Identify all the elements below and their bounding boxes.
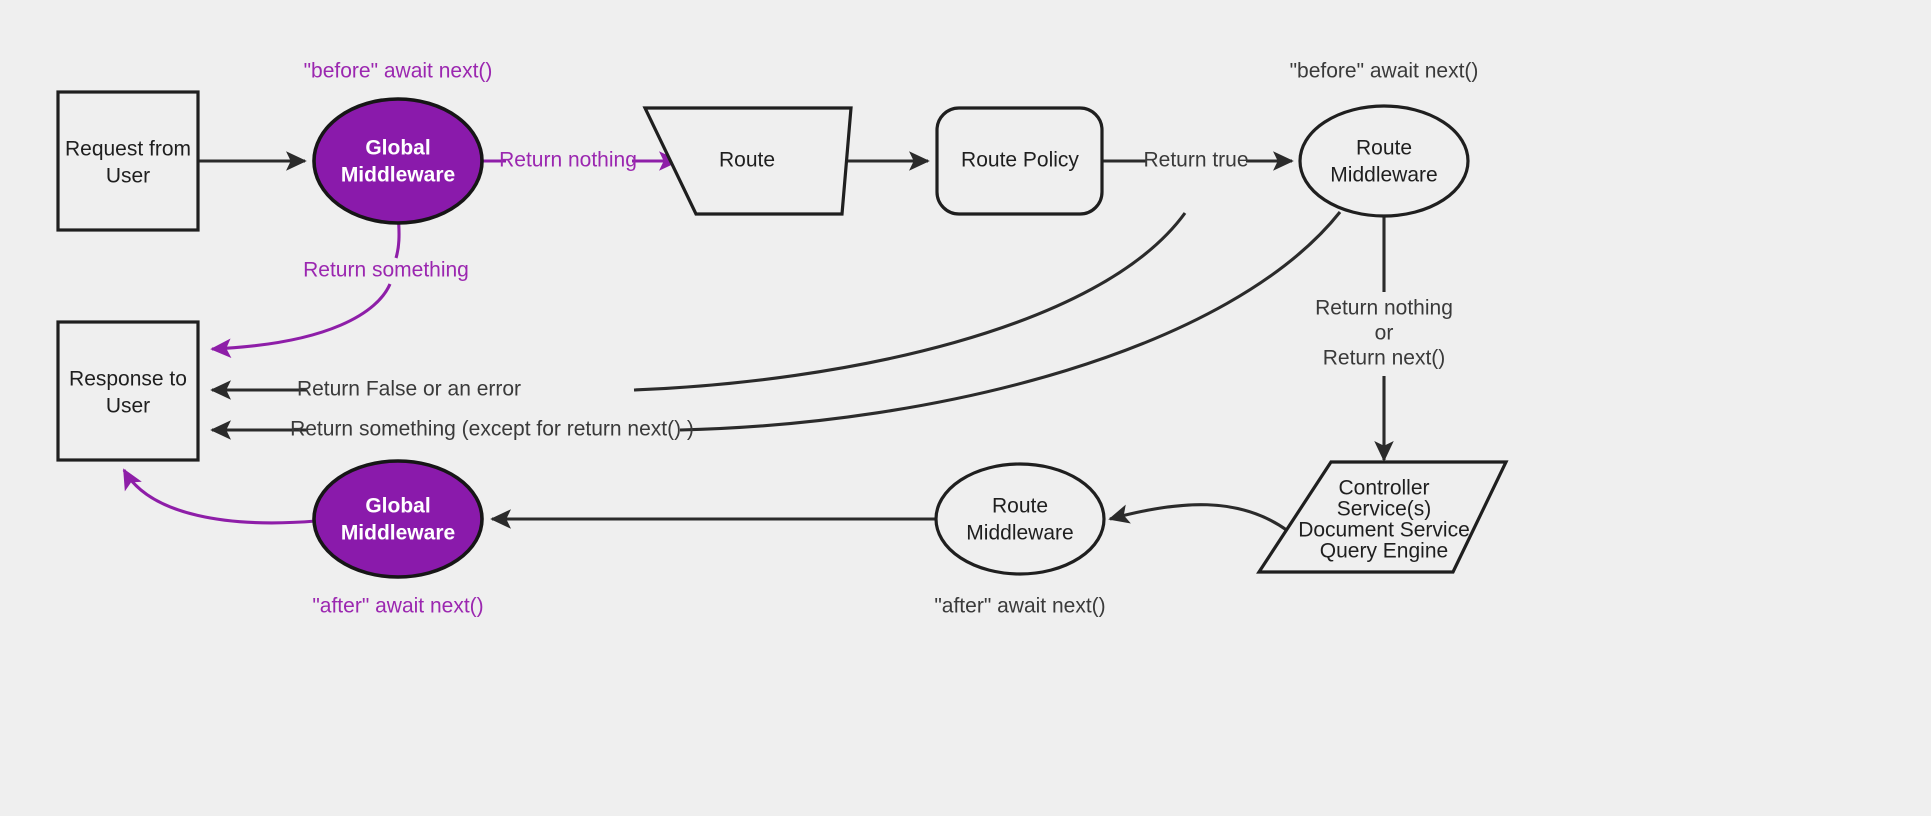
node-route-middleware-top[interactable]: Route Middleware [1298, 104, 1470, 218]
node-route-middleware-bottom[interactable]: Route Middleware [934, 462, 1106, 576]
route-shape [642, 106, 853, 216]
route-policy-shape [935, 106, 1104, 216]
note-global-middleware-before: "before" await next() [304, 60, 493, 83]
edge-label-return-something: Return something [303, 259, 469, 282]
controller-services-label-line2: Service(s) [1337, 498, 1432, 521]
edge-route-middleware-to-response-curve [679, 211, 1342, 432]
global-middleware-top-label-line1: Global [365, 137, 430, 160]
edge-label-return-nothing-or-next-line2: or [1375, 322, 1394, 345]
note-route-middleware-after: "after" await next() [934, 595, 1105, 618]
route-middleware-top-label-line1: Route [1356, 137, 1412, 160]
controller-services-shape [1256, 460, 1509, 574]
request-from-user-label-line2: User [106, 165, 150, 188]
node-controller-services[interactable]: Controller Service(s) Document Service Q… [1256, 460, 1509, 574]
note-route-middleware-before: "before" await next() [1290, 60, 1479, 83]
node-route-policy[interactable]: Route Policy [935, 106, 1104, 216]
route-middleware-top-label-line2: Middleware [1330, 164, 1437, 187]
edge-route-policy-to-response-curve [633, 212, 1187, 392]
request-from-user-label-line1: Request from [65, 138, 191, 161]
edge-label-return-nothing: Return nothing [499, 149, 637, 172]
edge-global-middleware-bottom-to-response [122, 468, 317, 525]
global-middleware-bottom-label-line2: Middleware [341, 522, 455, 545]
node-request-from-user[interactable]: Request from User [56, 90, 200, 232]
edge-label-return-nothing-or-next-line3: Return next() [1323, 347, 1446, 370]
edge-label-return-true: Return true [1143, 149, 1248, 172]
controller-services-label-line1: Controller [1338, 477, 1429, 500]
node-global-middleware-top[interactable]: Global Middleware [312, 97, 484, 225]
note-global-middleware-after: "after" await next() [312, 595, 483, 618]
edge-global-middleware-to-response [210, 283, 392, 358]
edge-label-return-false-or-error: Return False or an error [297, 378, 521, 401]
global-middleware-bottom-shape [312, 459, 484, 579]
response-to-user-label-line1: Response to [69, 368, 187, 391]
request-from-user-shape [56, 90, 200, 232]
node-global-middleware-bottom[interactable]: Global Middleware [312, 459, 484, 579]
node-route[interactable]: Route [642, 106, 853, 216]
route-middleware-bottom-label-line2: Middleware [966, 522, 1073, 545]
edge-controller-to-route-middleware-bottom [1108, 503, 1289, 533]
route-middleware-top-shape [1298, 104, 1470, 218]
route-label: Route [719, 149, 775, 172]
controller-services-label-line4: Query Engine [1320, 540, 1448, 563]
route-middleware-bottom-shape [934, 462, 1106, 576]
edge-label-return-nothing-or-next-line1: Return nothing [1315, 297, 1453, 320]
route-middleware-bottom-label-line1: Route [992, 495, 1048, 518]
node-response-to-user[interactable]: Response to User [56, 320, 200, 462]
route-policy-label: Route Policy [961, 149, 1079, 172]
global-middleware-top-shape [312, 97, 484, 225]
global-middleware-top-label-line2: Middleware [341, 164, 455, 187]
controller-services-label-line3: Document Service [1298, 519, 1470, 542]
response-to-user-shape [56, 320, 200, 462]
global-middleware-bottom-label-line1: Global [365, 495, 430, 518]
edge-label-return-something-except-next: Return something (except for return next… [290, 418, 694, 441]
response-to-user-label-line2: User [106, 395, 150, 418]
